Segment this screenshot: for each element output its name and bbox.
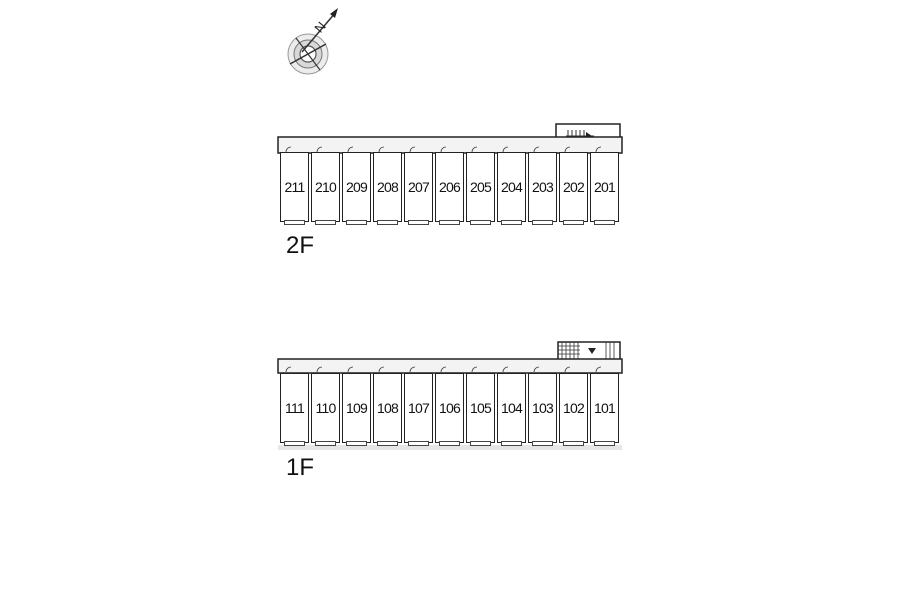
unit-208: 208 [373,152,402,225]
floor-plan-2f: 211 210 209 208 207 206 205 204 203 202 … [276,122,626,259]
unit-106: 106 [435,373,464,446]
unit-110: 110 [311,373,340,446]
unit-number: 101 [594,400,616,416]
unit-number: 208 [377,179,399,195]
unit-210: 210 [311,152,340,225]
corridor-2f [277,123,623,154]
unit-number: 207 [408,179,430,195]
unit-103: 103 [528,373,557,446]
unit-number: 111 [285,400,305,416]
unit-number: 209 [346,179,368,195]
compass-north-label: N [311,19,329,36]
unit-206: 206 [435,152,464,225]
unit-number: 211 [284,179,306,195]
floor-label-1f: 1F [286,454,315,481]
unit-202: 202 [559,152,588,225]
unit-number: 210 [315,179,337,195]
unit-105: 105 [466,373,495,446]
unit-205: 205 [466,152,495,225]
unit-number: 106 [439,400,461,416]
unit-107: 107 [404,373,433,446]
stair-1f [557,341,621,361]
unit-211: 211 [280,152,309,225]
unit-207: 207 [404,152,433,225]
compass-icon: N [287,8,338,75]
unit-number: 206 [439,179,461,195]
unit-203: 203 [528,152,557,225]
unit-number: 107 [408,400,430,416]
unit-number: 110 [315,400,337,416]
unit-104: 104 [497,373,526,446]
unit-108: 108 [373,373,402,446]
unit-101: 101 [590,373,619,446]
unit-number: 204 [501,179,523,195]
unit-number: 103 [532,400,554,416]
unit-number: 203 [532,179,554,195]
floor-label-2f: 2F [286,232,315,259]
unit-209: 209 [342,152,371,225]
unit-number: 105 [470,400,492,416]
floor-plan-1f: 111 110 109 108 107 106 105 104 103 102 … [276,340,626,481]
unit-number: 108 [377,400,399,416]
unit-number: 205 [470,179,492,195]
unit-number: 201 [594,179,616,195]
unit-111: 111 [280,373,309,446]
unit-number: 104 [501,400,523,416]
unit-204: 204 [497,152,526,225]
compass-rose: N [280,6,342,76]
unit-number: 102 [563,400,585,416]
unit-number: 109 [346,400,368,416]
unit-102: 102 [559,373,588,446]
unit-number: 202 [563,179,585,195]
unit-201: 201 [590,152,619,225]
unit-109: 109 [342,373,371,446]
